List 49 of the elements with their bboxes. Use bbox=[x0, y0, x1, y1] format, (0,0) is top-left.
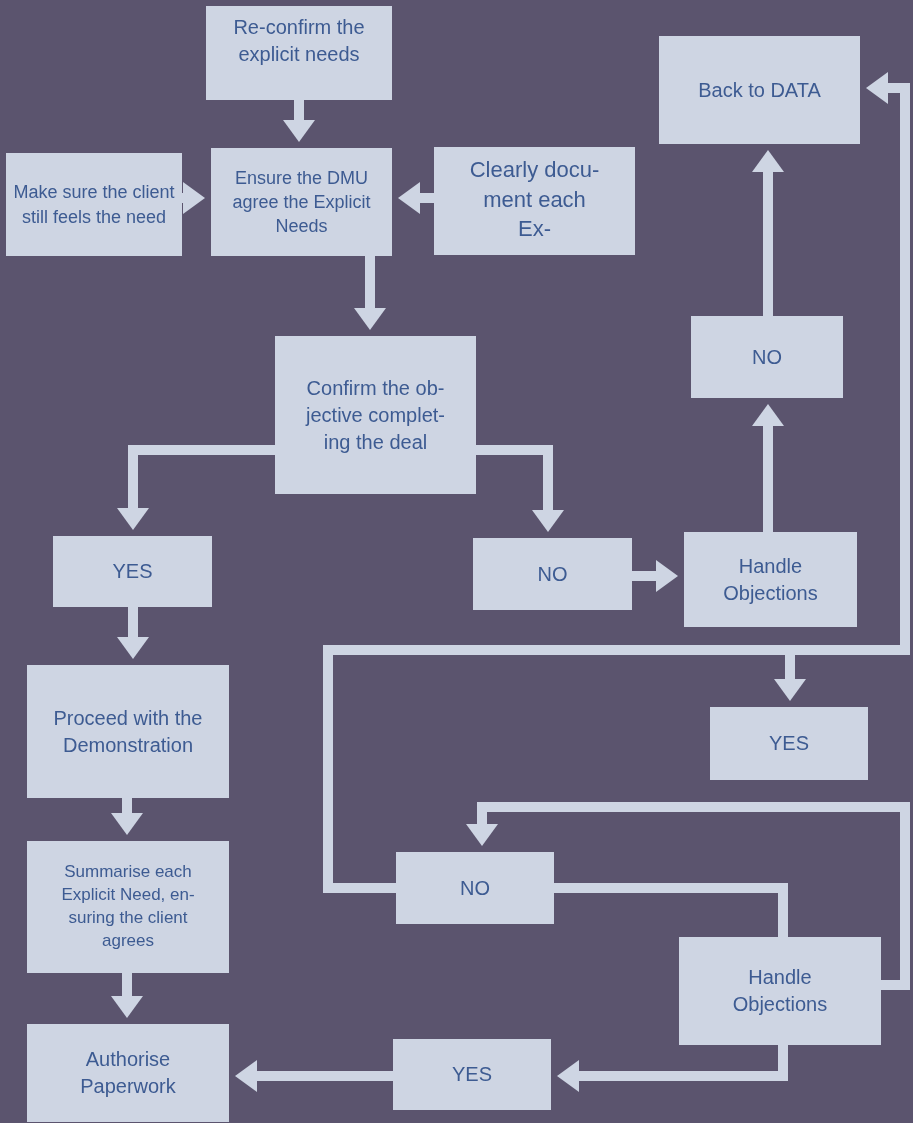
process-box bbox=[710, 707, 868, 780]
process-box bbox=[434, 147, 635, 255]
arrow bbox=[111, 798, 143, 835]
box-label: NO bbox=[460, 875, 490, 901]
arrow bbox=[354, 256, 386, 330]
process-box bbox=[679, 937, 881, 1045]
box-label: Handle Objections bbox=[722, 553, 819, 606]
process-box bbox=[27, 665, 229, 798]
process-box bbox=[53, 536, 212, 607]
box-label: NO bbox=[537, 561, 568, 587]
box-label: Proceed with the Demonstration bbox=[52, 705, 204, 758]
arrow bbox=[752, 150, 784, 316]
arrow bbox=[752, 404, 784, 532]
process-box bbox=[27, 841, 229, 973]
process-box bbox=[27, 1024, 229, 1122]
process-box bbox=[691, 316, 843, 398]
box-label: Summarise each Explicit Need, en- suring the client agrees bbox=[60, 861, 196, 952]
process-box bbox=[211, 148, 392, 256]
box-label: YES bbox=[769, 731, 809, 756]
process-box bbox=[206, 6, 392, 100]
box-label: Ensure the DMU agree the Explicit Needs bbox=[231, 166, 372, 239]
box-label: Re-confirm the explicit needs bbox=[232, 15, 366, 67]
process-box bbox=[659, 36, 860, 144]
arrow bbox=[283, 100, 315, 142]
arrow bbox=[111, 973, 143, 1018]
process-box bbox=[396, 852, 554, 924]
process-box bbox=[393, 1039, 551, 1110]
box-label: Clearly docu- ment each Ex- bbox=[468, 156, 601, 244]
arrow bbox=[632, 560, 678, 592]
arrow bbox=[466, 802, 910, 990]
box-label: Make sure the client still feels the need bbox=[12, 181, 176, 229]
arrow bbox=[476, 445, 564, 532]
box-label: NO bbox=[752, 344, 782, 370]
box-label: Handle Objections bbox=[731, 965, 829, 1017]
arrow bbox=[117, 445, 275, 530]
box-label: Authorise Paperwork bbox=[79, 1047, 177, 1099]
arrow bbox=[117, 607, 149, 659]
arrow bbox=[398, 182, 434, 214]
process-box bbox=[6, 153, 182, 256]
arrow bbox=[182, 182, 205, 214]
process-box bbox=[473, 538, 632, 610]
box-label: Confirm the ob- jective complet- ing the deal bbox=[304, 375, 446, 455]
box-label: YES bbox=[452, 1062, 492, 1087]
process-box bbox=[275, 336, 476, 494]
arrow bbox=[557, 1045, 788, 1092]
arrow bbox=[235, 1060, 393, 1092]
process-box bbox=[684, 532, 857, 627]
box-label: Back to DATA bbox=[698, 77, 821, 103]
box-label: YES bbox=[112, 559, 153, 584]
